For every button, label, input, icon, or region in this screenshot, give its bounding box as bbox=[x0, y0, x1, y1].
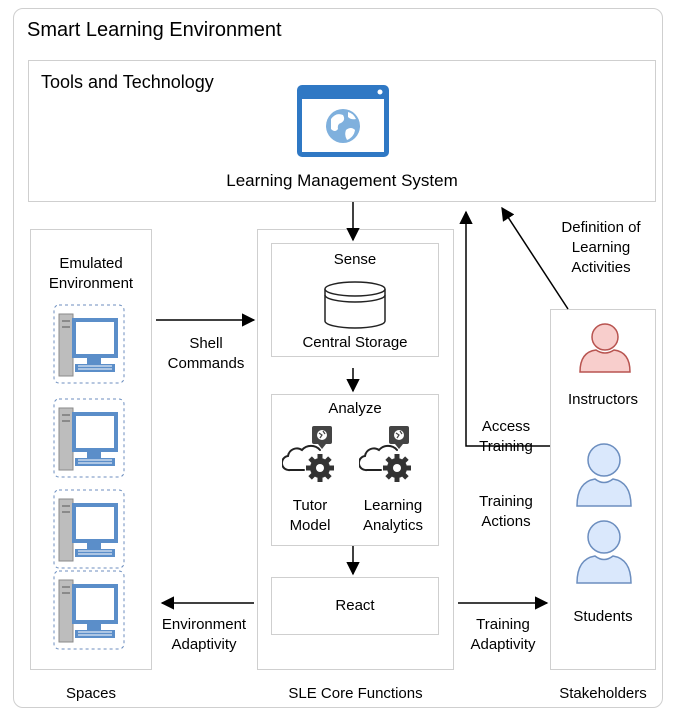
tutor-model-line2: Model bbox=[289, 517, 331, 534]
tools-title: Tools and Technology bbox=[41, 72, 214, 92]
training-adaptivity-line1: Training bbox=[476, 616, 530, 633]
env-adaptivity-line2: Adaptivity bbox=[171, 636, 237, 653]
shell-commands-line1: Shell bbox=[189, 335, 223, 352]
react-title: React bbox=[335, 597, 375, 614]
arrow-access-training bbox=[459, 210, 550, 447]
computer-icon-2 bbox=[53, 398, 125, 483]
tutor-model-line1: Tutor bbox=[292, 497, 328, 514]
lms-browser-icon bbox=[297, 85, 389, 157]
learning-analytics-line2: Analytics bbox=[362, 517, 424, 534]
react-box bbox=[271, 577, 439, 635]
definition-line2: Learning bbox=[571, 239, 631, 256]
central-storage-label: Central Storage bbox=[302, 334, 408, 351]
sense-title: Sense bbox=[333, 251, 377, 268]
env-label-line2: Environment bbox=[48, 275, 134, 292]
arrow-definition-of-activities bbox=[501, 206, 569, 310]
students-label: Students bbox=[573, 608, 633, 625]
access-training-line1: Access bbox=[481, 418, 531, 435]
computer-icon-3 bbox=[53, 489, 125, 574]
training-actions-line1: Training bbox=[479, 493, 533, 510]
learning-analytics-cloud-gear-icon bbox=[359, 426, 411, 482]
instructor-person-icon bbox=[579, 323, 631, 373]
env-adaptivity-line1: Environment bbox=[161, 616, 247, 633]
stakeholders-caption: Stakeholders bbox=[559, 685, 647, 702]
diagram-title: Smart Learning Environment bbox=[27, 19, 282, 41]
instructors-label: Instructors bbox=[567, 391, 639, 408]
computer-icon-1 bbox=[53, 304, 125, 389]
shell-commands-line2: Commands bbox=[167, 355, 245, 372]
tutor-model-cloud-gear-icon bbox=[282, 426, 334, 482]
definition-line1: Definition of bbox=[561, 219, 641, 236]
student-person-icon-1 bbox=[576, 443, 632, 507]
definition-line3: Activities bbox=[571, 259, 631, 276]
training-adaptivity-line2: Adaptivity bbox=[470, 636, 536, 653]
env-label-line1: Emulated bbox=[59, 255, 123, 272]
lms-label: Learning Management System bbox=[226, 171, 458, 190]
analyze-title: Analyze bbox=[328, 400, 382, 417]
student-person-icon-2 bbox=[576, 520, 632, 584]
database-icon bbox=[324, 281, 386, 329]
learning-analytics-line1: Learning bbox=[363, 497, 423, 514]
training-actions-line2: Actions bbox=[481, 513, 531, 530]
core-caption: SLE Core Functions bbox=[288, 685, 423, 702]
computer-icon-4 bbox=[53, 570, 125, 655]
spaces-caption: Spaces bbox=[65, 685, 117, 702]
